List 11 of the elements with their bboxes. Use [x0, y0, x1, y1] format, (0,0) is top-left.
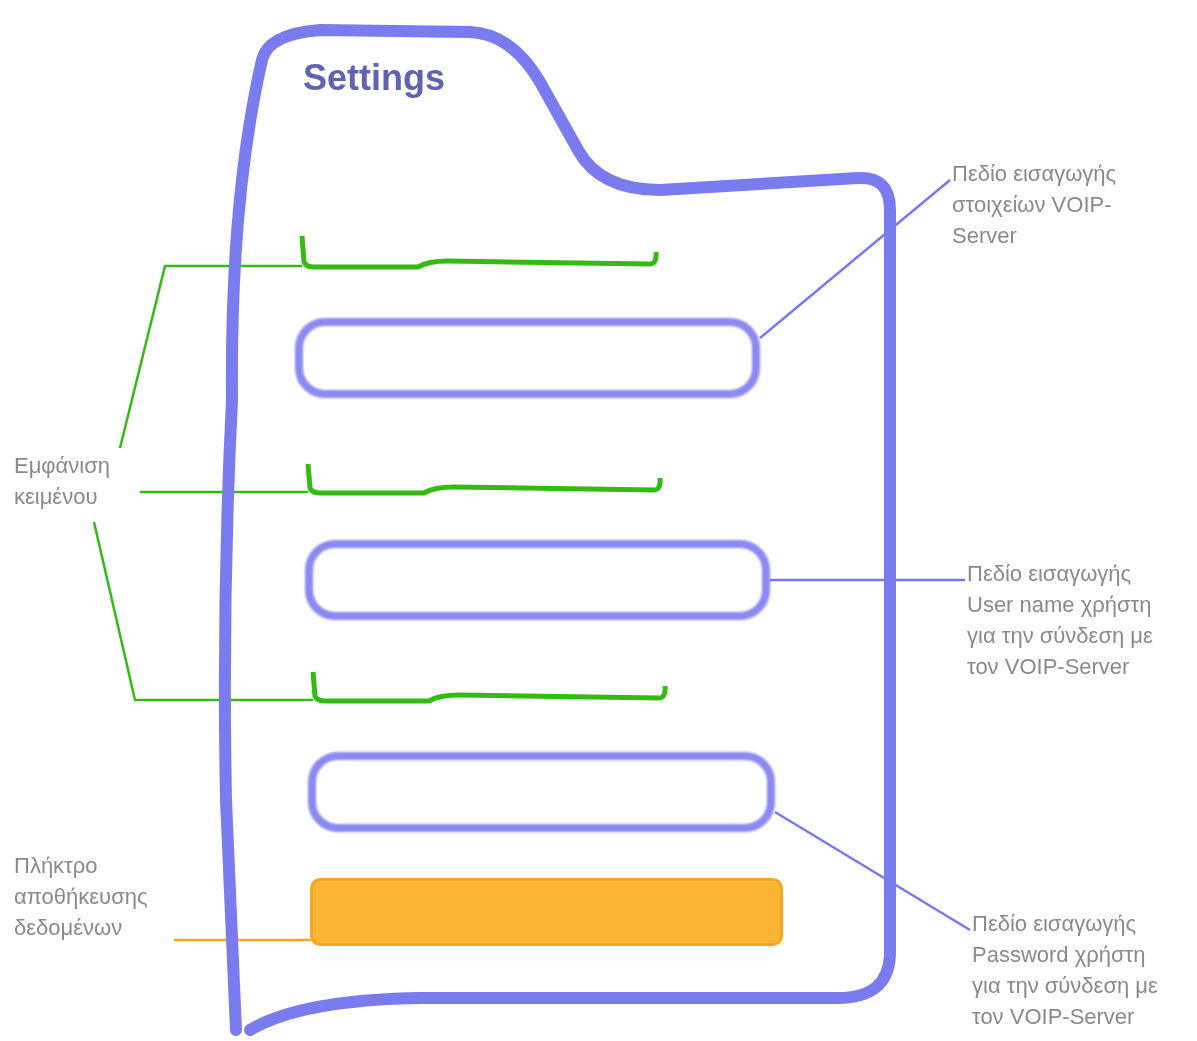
annotation-text: Πλήκτρο αποθήκευσης δεδομένων	[14, 852, 149, 942]
leader-line	[118, 264, 302, 449]
annotation-text: Πεδίο εισαγωγής Password χρήστη για την σύνδεση με τον VOIP-Server	[972, 910, 1159, 1031]
leader-line	[92, 521, 313, 702]
leader-line	[770, 578, 965, 582]
annotation-text: Πεδίο εισαγωγής User name χρήστη για την σύνδεση με τον VOIP-Server	[967, 560, 1154, 681]
annotation-text: Εμφάνιση κειμένου	[14, 452, 112, 511]
screen-title: Settings	[303, 57, 445, 99]
leader-line	[774, 810, 971, 932]
leader-line	[140, 490, 308, 494]
annotation-text: Πεδίο εισαγωγής στοιχείων VOIP-Server	[952, 160, 1118, 250]
